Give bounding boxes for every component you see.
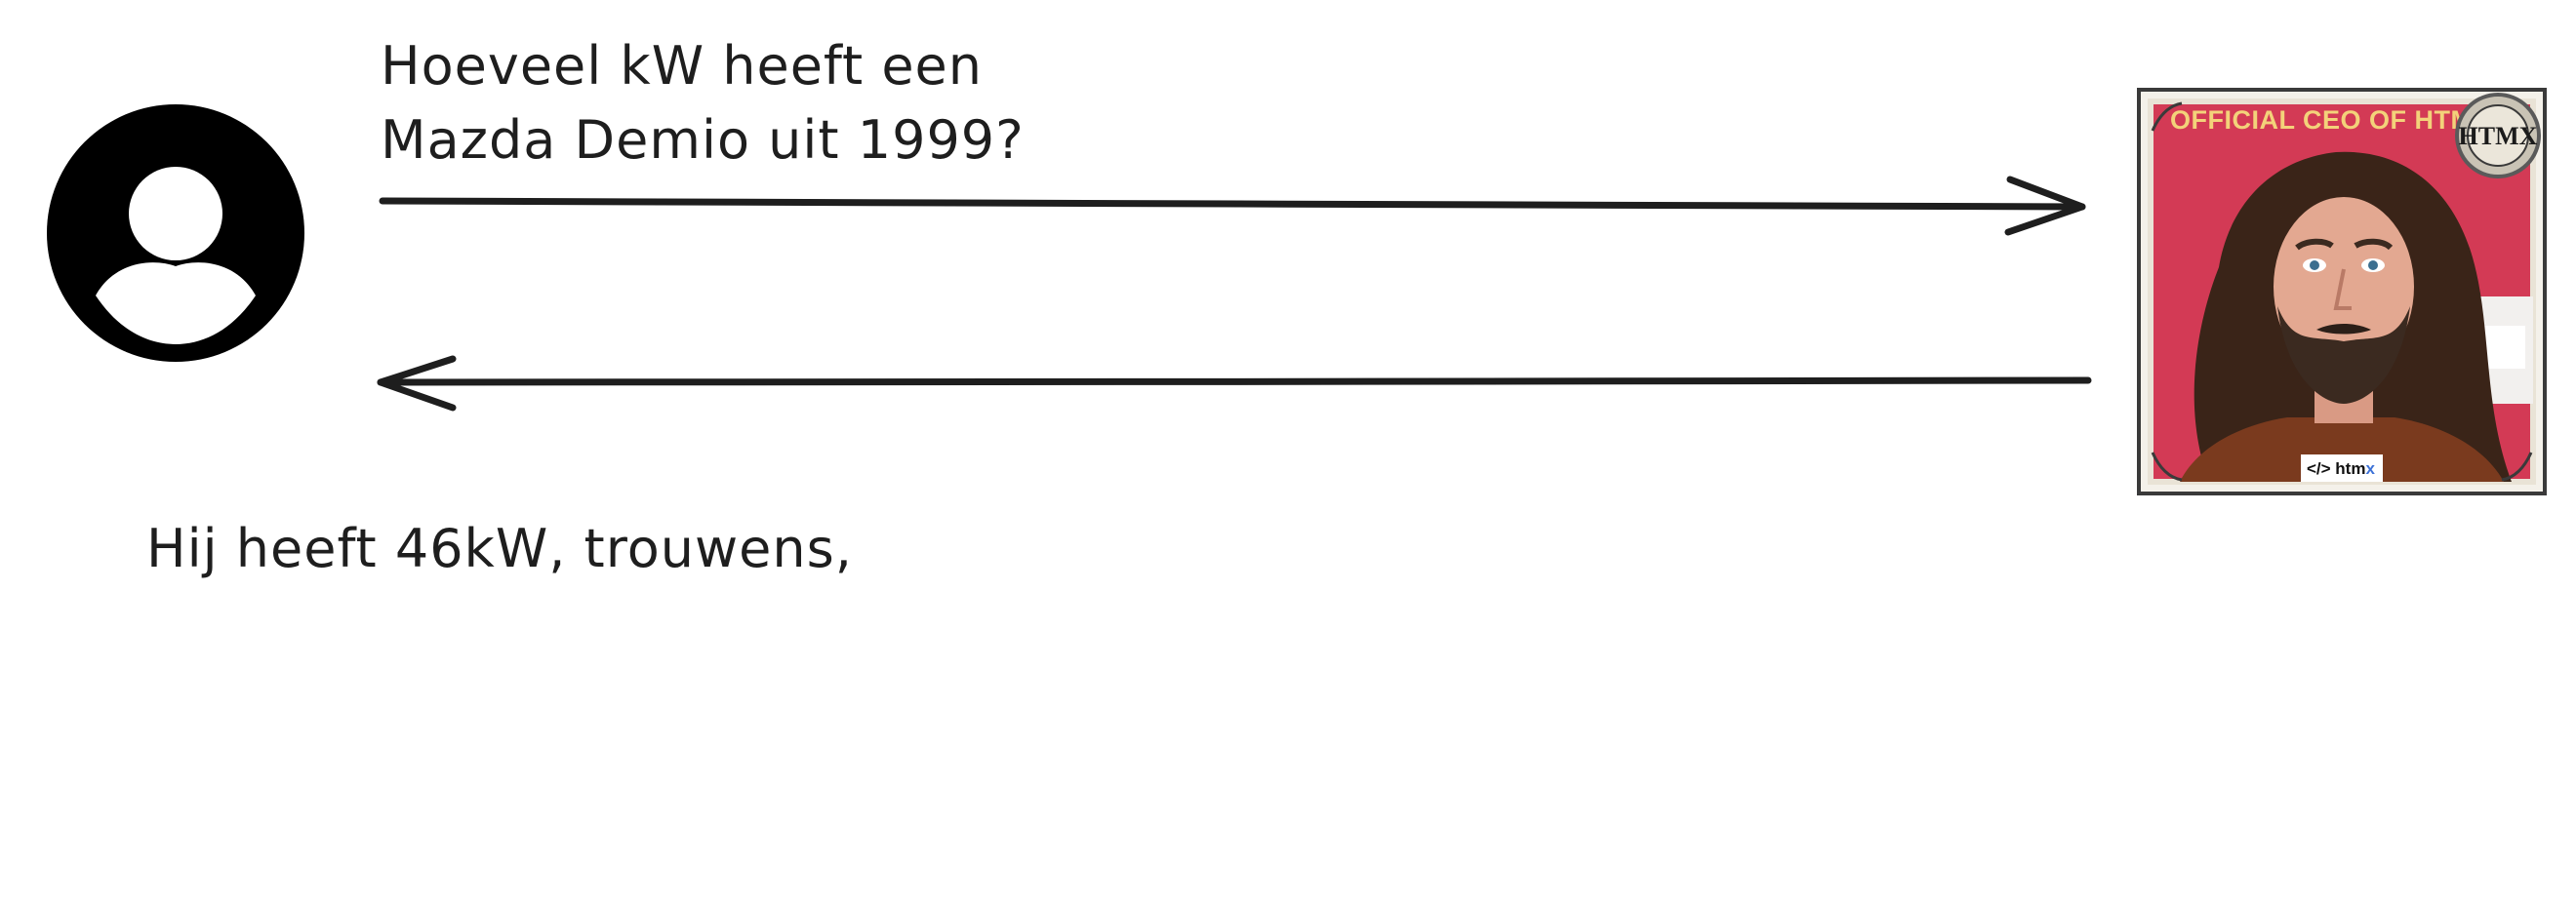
htmx-ceo-portrait: OFFICIAL CEO OF HTMX HTMX </> htmx — [2148, 93, 2541, 485]
request-arrow — [379, 176, 2086, 236]
card-banner-text: OFFICIAL CEO OF HTMX — [2170, 105, 2491, 135]
response-arrow — [377, 355, 2092, 412]
request-message-line-1: Hoeveel kW heeft een — [381, 35, 984, 97]
response-message: Hij heeft 46kW, trouwens, — [146, 518, 853, 579]
htmx-badge-text: HTMX — [2459, 122, 2538, 150]
htmx-ceo-card: OFFICIAL CEO OF HTMX HTMX </> htmx — [2137, 88, 2547, 495]
request-message-line-2: Mazda Demio uit 1999? — [381, 109, 1025, 171]
htmx-logo-tag: </> htmx — [2307, 459, 2375, 478]
htmx-logo-prefix: </> htm — [2307, 459, 2365, 478]
htmx-badge: HTMX — [2455, 93, 2541, 178]
user-avatar-icon — [47, 104, 304, 362]
htmx-logo-x: x — [2365, 459, 2375, 478]
corner-ornaments — [2151, 101, 2533, 482]
request-message: Hoeveel kW heeft een Mazda Demio uit 199… — [381, 29, 1025, 177]
